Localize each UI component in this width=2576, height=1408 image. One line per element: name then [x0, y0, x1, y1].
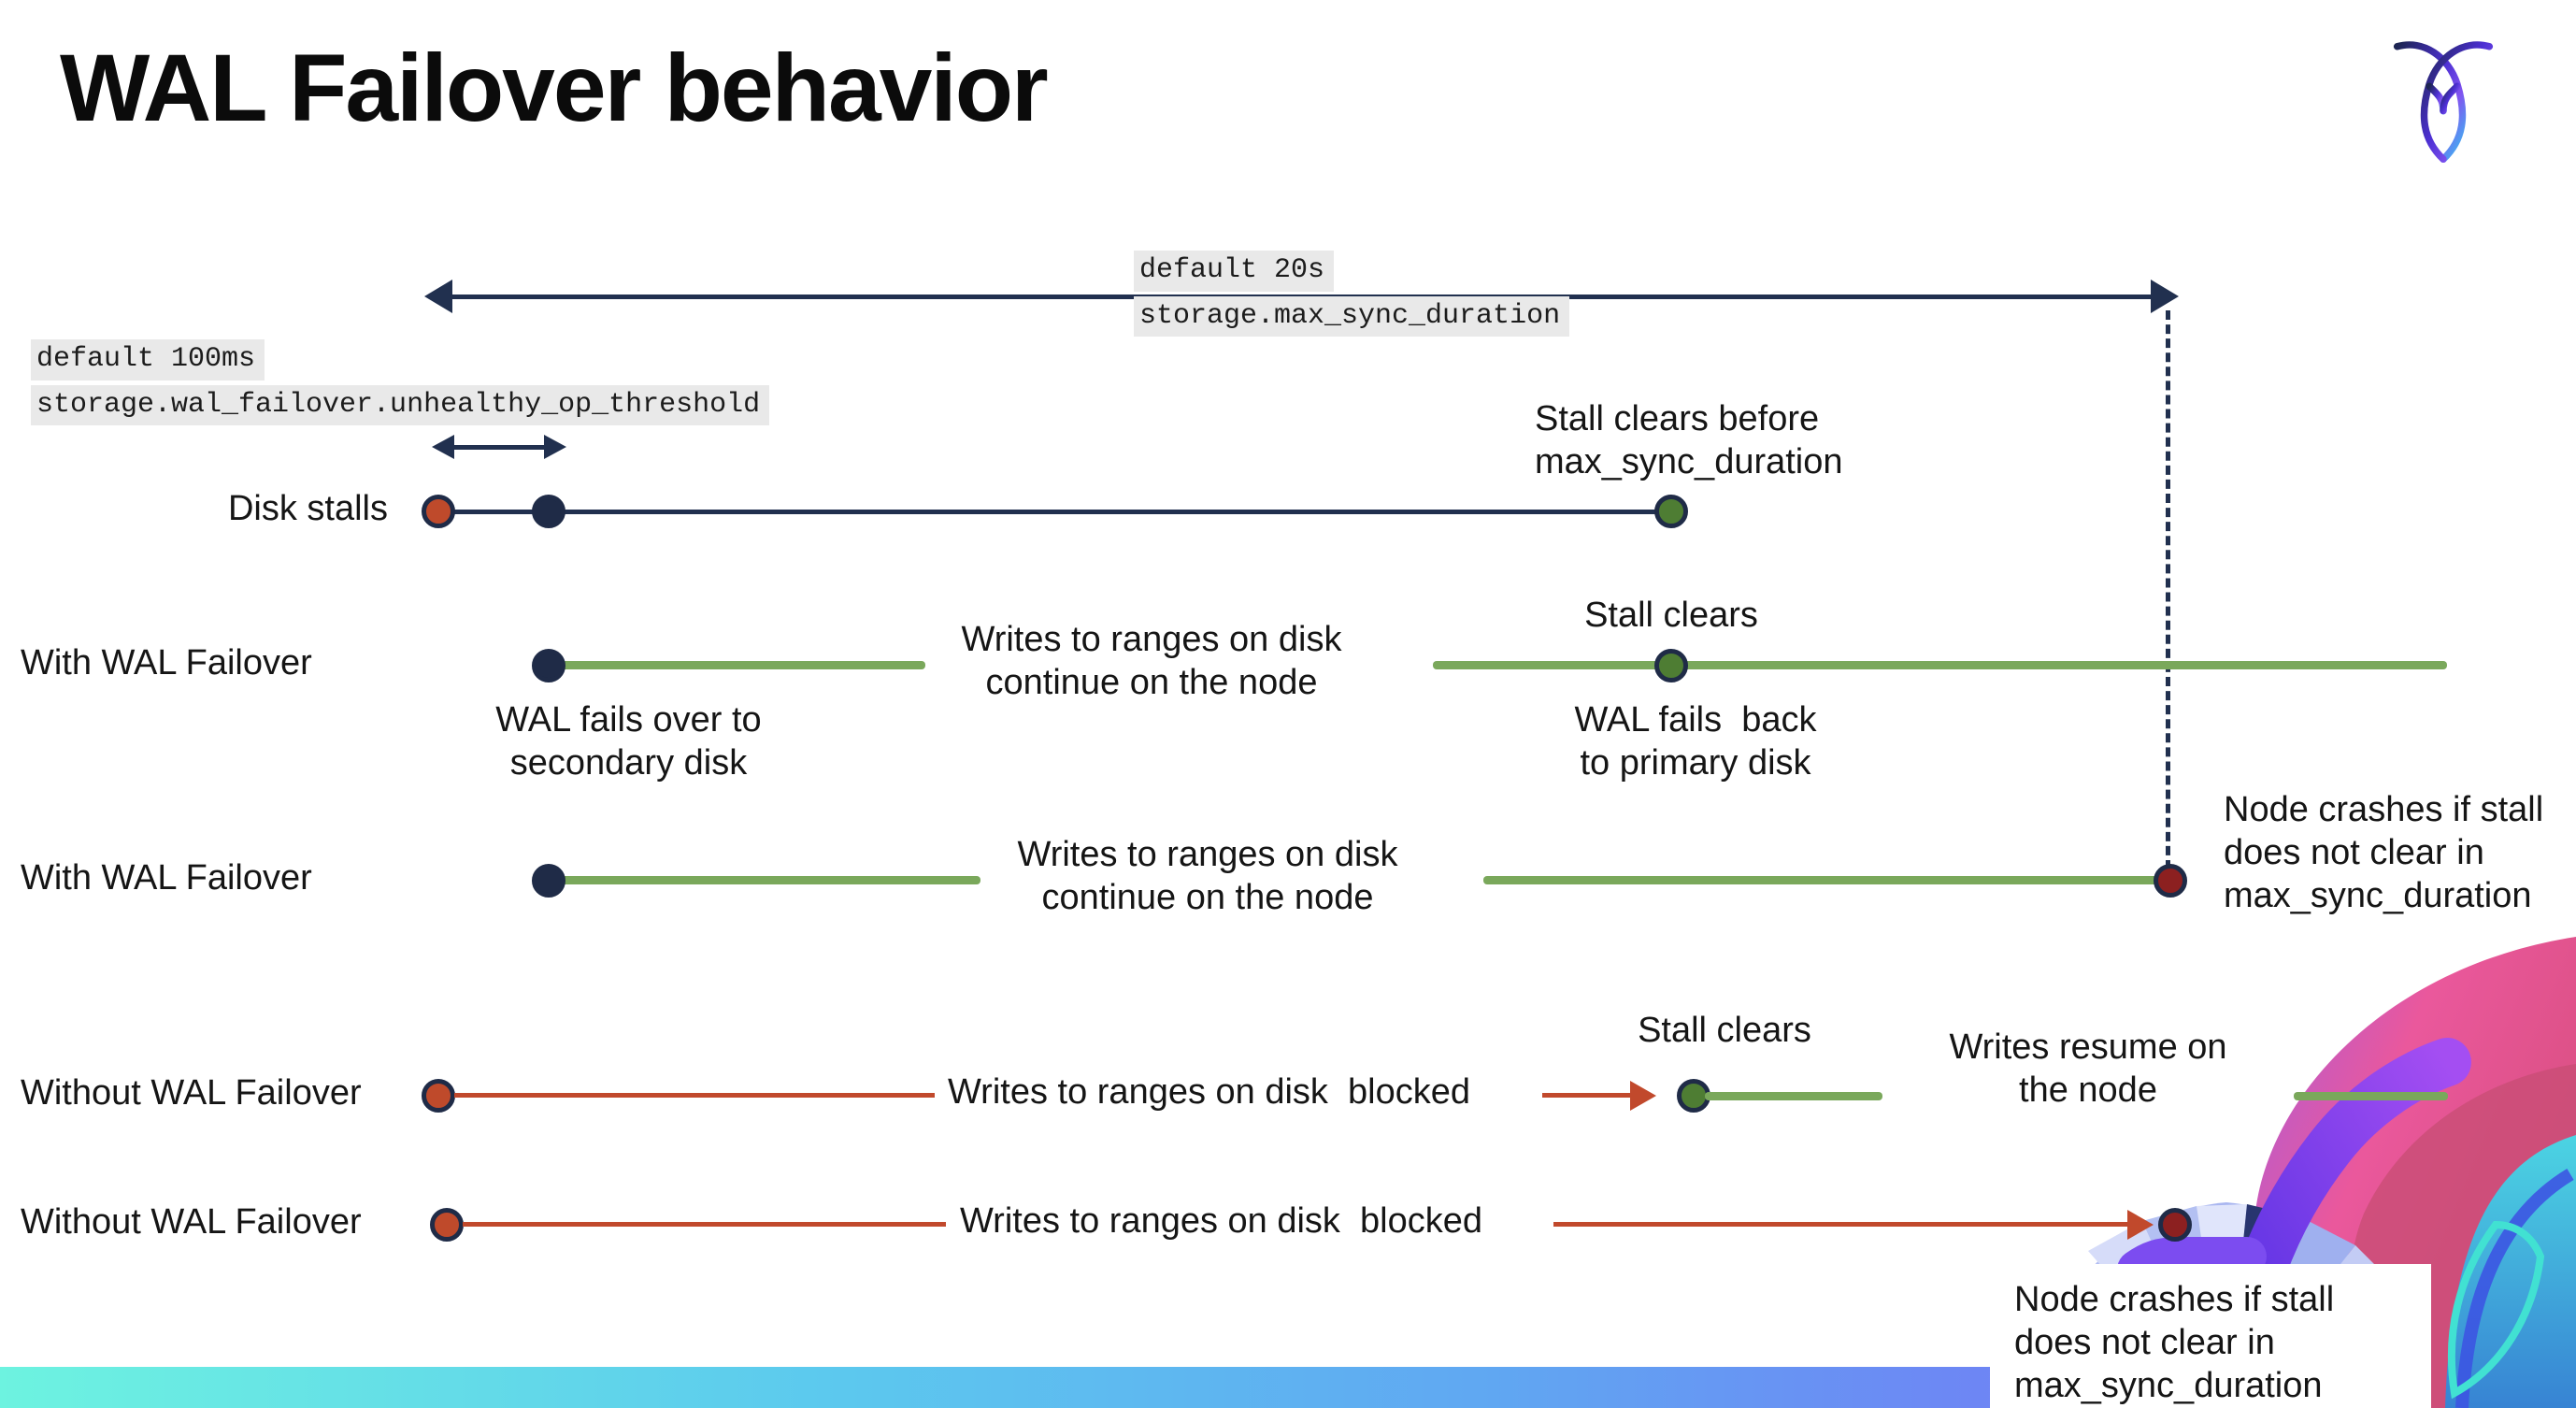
writes-continue-line — [1483, 876, 2159, 884]
disk-stalls-timeline — [447, 510, 1671, 514]
writes-blocked-line — [454, 1093, 935, 1098]
stall-start-dot — [422, 1079, 455, 1113]
writes-continue-line — [1433, 661, 2447, 669]
arrowhead-left-icon — [432, 435, 454, 459]
writes-blocked-line — [463, 1222, 946, 1227]
max-sync-config-label: default 20s storage.max_sync_duration — [1134, 251, 1570, 337]
writes-resume-line — [2294, 1092, 2448, 1100]
writes-continue-line — [561, 876, 980, 884]
arrowhead-left-icon — [424, 280, 452, 313]
threshold-span-line — [451, 445, 551, 450]
writes-continue-note: Writes to ranges on disk continue on the… — [961, 620, 1342, 702]
stall-clears-dot — [1654, 495, 1688, 528]
row-label-with-wal-failover: With WAL Failover — [21, 643, 312, 682]
writes-resume-line — [1705, 1092, 1882, 1100]
node-crashes-note: Node crashes if stall does not clear in … — [2224, 790, 2544, 915]
page-title: WAL Failover behavior — [60, 35, 1049, 141]
node-crashes-callout: Node crashes if stall does not clear in … — [1990, 1264, 2431, 1408]
unhealthy-op-config-label: default 100ms storage.wal_failover.unhea… — [31, 339, 770, 425]
stall-clears-note: Stall clears — [1584, 596, 1758, 635]
arrowhead-right-icon — [544, 435, 566, 459]
stall-clears-note: Stall clears — [1638, 1011, 1811, 1050]
row-label-disk-stalls: Disk stalls — [227, 489, 388, 528]
writes-blocked-line — [1553, 1222, 2133, 1227]
stall-start-dot — [422, 495, 455, 528]
writes-blocked-line — [1542, 1093, 1636, 1098]
stall-clears-dot — [1654, 649, 1688, 682]
config-setting-name: storage.max_sync_duration — [1134, 295, 1570, 337]
threshold-dot — [532, 495, 565, 528]
row-label-with-wal-failover: With WAL Failover — [21, 858, 312, 898]
config-default-value: default 100ms — [31, 339, 265, 381]
config-default-value: default 20s — [1134, 251, 1335, 292]
stall-start-dot — [430, 1208, 464, 1242]
arrowhead-right-icon — [2127, 1210, 2154, 1240]
failover-dot — [532, 649, 565, 682]
row-label-without-wal-failover: Without WAL Failover — [21, 1073, 362, 1113]
cockroachdb-logo — [2393, 41, 2494, 163]
arrowhead-right-icon — [2151, 280, 2179, 313]
config-setting-name: storage.wal_failover.unhealthy_op_thresh… — [31, 384, 770, 425]
failover-dot — [532, 864, 565, 898]
row-label-without-wal-failover: Without WAL Failover — [21, 1202, 362, 1242]
writes-continue-note: Writes to ranges on disk continue on the… — [1017, 835, 1398, 917]
writes-continue-line — [561, 661, 925, 669]
node-crash-dot — [2158, 1208, 2192, 1242]
stall-clears-before-note: Stall clears before max_sync_duration — [1535, 399, 1843, 481]
writes-resume-note: Writes resume on the node — [1949, 1027, 2227, 1110]
max-sync-deadline-dashed-line — [2166, 310, 2170, 869]
wal-fails-over-note: WAL fails over to secondary disk — [495, 700, 762, 783]
node-crashes-note: Node crashes if stall does not clear in … — [2014, 1280, 2335, 1405]
node-crash-dot — [2154, 864, 2187, 898]
wal-fails-back-note: WAL fails back to primary disk — [1574, 700, 1817, 783]
writes-blocked-note: Writes to ranges on disk blocked — [948, 1072, 1471, 1112]
arrowhead-right-icon — [1630, 1081, 1656, 1111]
writes-blocked-note: Writes to ranges on disk blocked — [960, 1201, 1483, 1241]
